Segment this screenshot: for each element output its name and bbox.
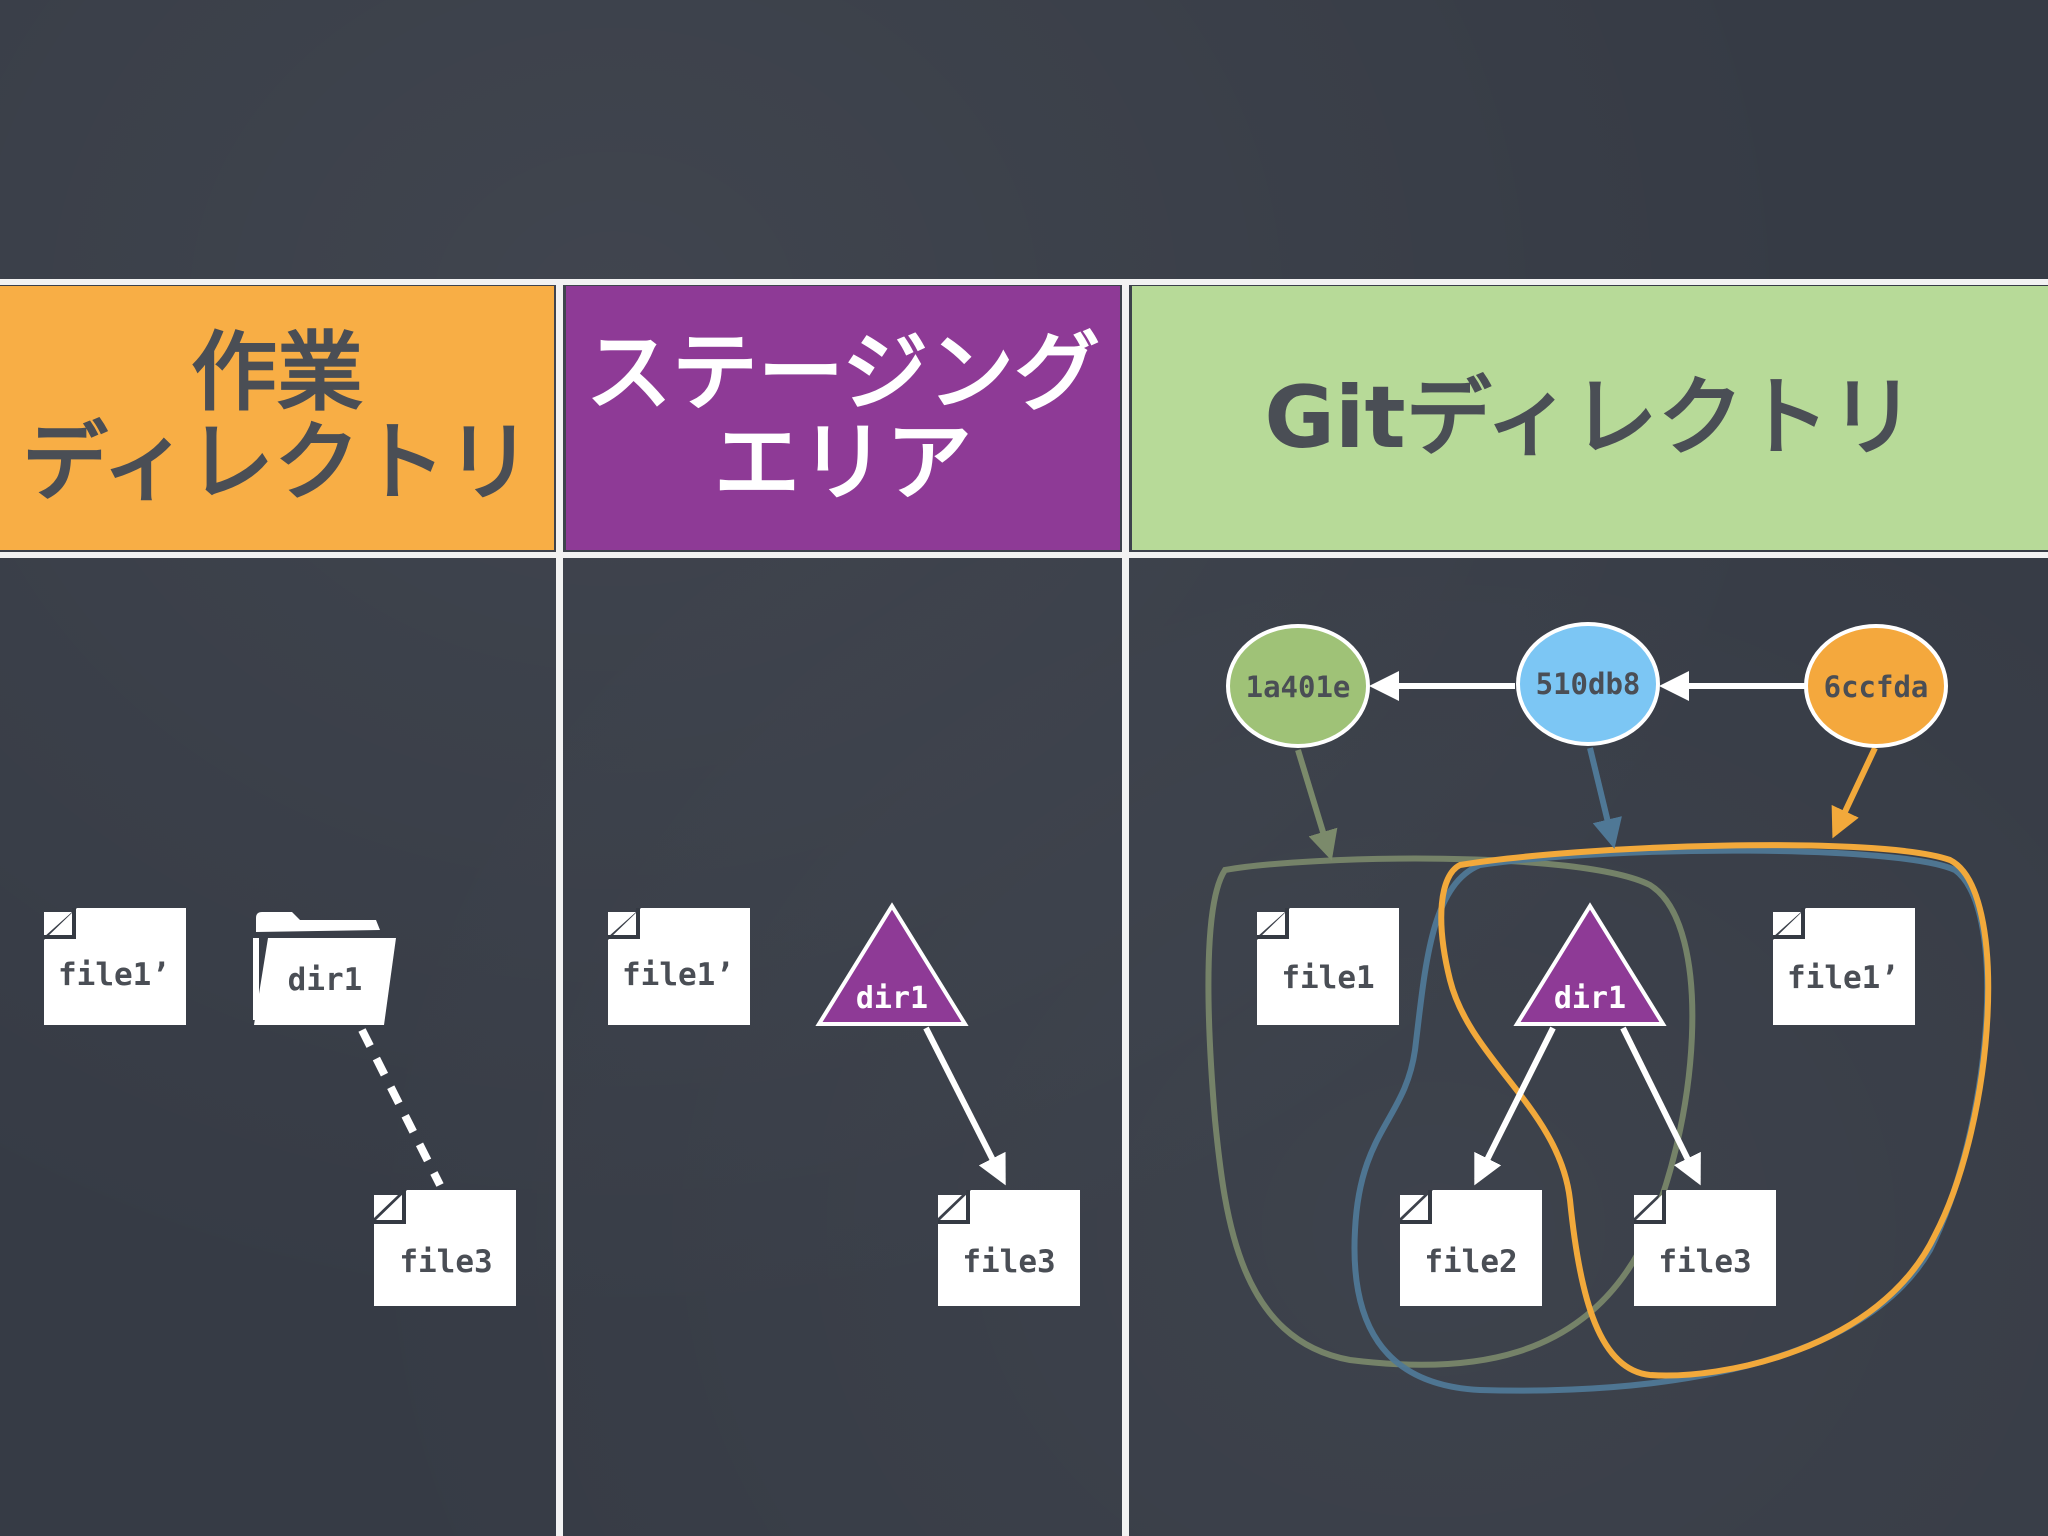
tree-triangle-icon xyxy=(1513,902,1667,1026)
commit-6ccfda-label: 6ccfda xyxy=(1824,670,1929,704)
staging-dir1-label: dir1 xyxy=(856,981,928,1016)
file-icon xyxy=(938,1190,1080,1306)
file-icon-fold xyxy=(608,908,640,939)
staging-file3-label: file3 xyxy=(962,1244,1055,1280)
tree-triangle-icon xyxy=(815,902,969,1026)
git-file1-modified-label: file1’ xyxy=(1787,960,1899,996)
file-icon-fold xyxy=(1773,908,1805,939)
git-file2-label: file2 xyxy=(1424,1244,1517,1280)
staging-file3-node: file3 xyxy=(938,1190,1080,1306)
git-file1-modified-node: file1’ xyxy=(1773,908,1915,1025)
staging-file1-node: file1’ xyxy=(608,908,750,1025)
file-icon-fold xyxy=(1400,1190,1432,1224)
file-icon xyxy=(608,908,750,1025)
commit-ellipse xyxy=(1804,624,1948,748)
header-git-title: Gitディレクトリ xyxy=(1264,367,1916,468)
tree-outline-510db8 xyxy=(1351,847,1991,1394)
header-staging-line1: ステージング xyxy=(585,322,1101,423)
git-file3-node: file3 xyxy=(1634,1190,1776,1306)
commit-1a401e: 1a401e xyxy=(1226,624,1370,748)
work-file1-label: file1’ xyxy=(58,957,170,993)
file-icon-fold xyxy=(374,1190,406,1224)
tree-outline-1a401e xyxy=(1205,855,1696,1368)
column-divider-1 xyxy=(556,279,563,1536)
folder-icon xyxy=(254,938,396,1025)
commit-1a401e-label: 1a401e xyxy=(1246,670,1351,704)
header-divider xyxy=(0,552,2048,558)
git-dir1-to-file3-arrow xyxy=(1620,1026,1701,1186)
work-file3-node: file3 xyxy=(374,1190,516,1306)
staging-dir1-node: dir1 xyxy=(815,902,969,1026)
file-icon-fold xyxy=(1634,1190,1666,1224)
git-file1-node: file1 xyxy=(1257,908,1399,1025)
file-icon xyxy=(1257,908,1399,1025)
arrow-1a401e-to-tree xyxy=(1295,749,1338,861)
git-file1-label: file1 xyxy=(1281,960,1374,996)
column-divider-2 xyxy=(1122,279,1129,1536)
file-icon-fold xyxy=(44,908,76,939)
header-staging-line2: エリア xyxy=(714,413,972,513)
git-dir1-label: dir1 xyxy=(1554,981,1626,1016)
work-file1-node: file1’ xyxy=(44,908,186,1025)
git-file2-node: file2 xyxy=(1400,1190,1542,1306)
file-icon-fold xyxy=(938,1190,970,1224)
header-working-line2: ディレクトリ xyxy=(22,413,532,513)
work-dir1-label: dir1 xyxy=(288,962,363,998)
work-dir1-to-file3-dashed xyxy=(358,1028,444,1187)
git-file3-label: file3 xyxy=(1658,1244,1751,1280)
commit-510db8: 510db8 xyxy=(1516,622,1660,746)
folder-icon-tab xyxy=(256,912,380,932)
file-icon xyxy=(44,908,186,1025)
file-icon xyxy=(374,1190,516,1306)
top-divider xyxy=(0,279,2048,285)
header-working-line1: 作業 xyxy=(190,322,363,423)
arrow-510db8-to-tree xyxy=(1587,747,1622,849)
commit-510db8-label: 510db8 xyxy=(1536,667,1641,701)
commit-ellipse xyxy=(1516,622,1660,746)
git-dir1-to-file2-arrow xyxy=(1474,1026,1556,1186)
commit-6ccfda: 6ccfda xyxy=(1804,624,1948,748)
header-git-directory: Gitディレクトリ xyxy=(1132,286,2048,550)
file-icon xyxy=(1773,908,1915,1025)
commit-ellipse xyxy=(1226,624,1370,748)
header-working-directory: 作業 ディレクトリ xyxy=(0,286,554,550)
file-icon xyxy=(1400,1190,1542,1306)
tree-outline-6ccfda xyxy=(1438,842,1992,1379)
work-dir1-node: dir1 xyxy=(253,912,396,1025)
git-dir1-node: dir1 xyxy=(1513,902,1667,1026)
staging-dir1-to-file3-arrow xyxy=(923,1026,1006,1186)
work-file3-label: file3 xyxy=(399,1244,492,1280)
file-icon xyxy=(1634,1190,1776,1306)
staging-file1-label: file1’ xyxy=(622,957,734,993)
header-staging-area: ステージング エリア xyxy=(566,286,1120,550)
file-icon-fold xyxy=(1257,908,1289,939)
arrow-6ccfda-to-tree xyxy=(1831,746,1878,839)
